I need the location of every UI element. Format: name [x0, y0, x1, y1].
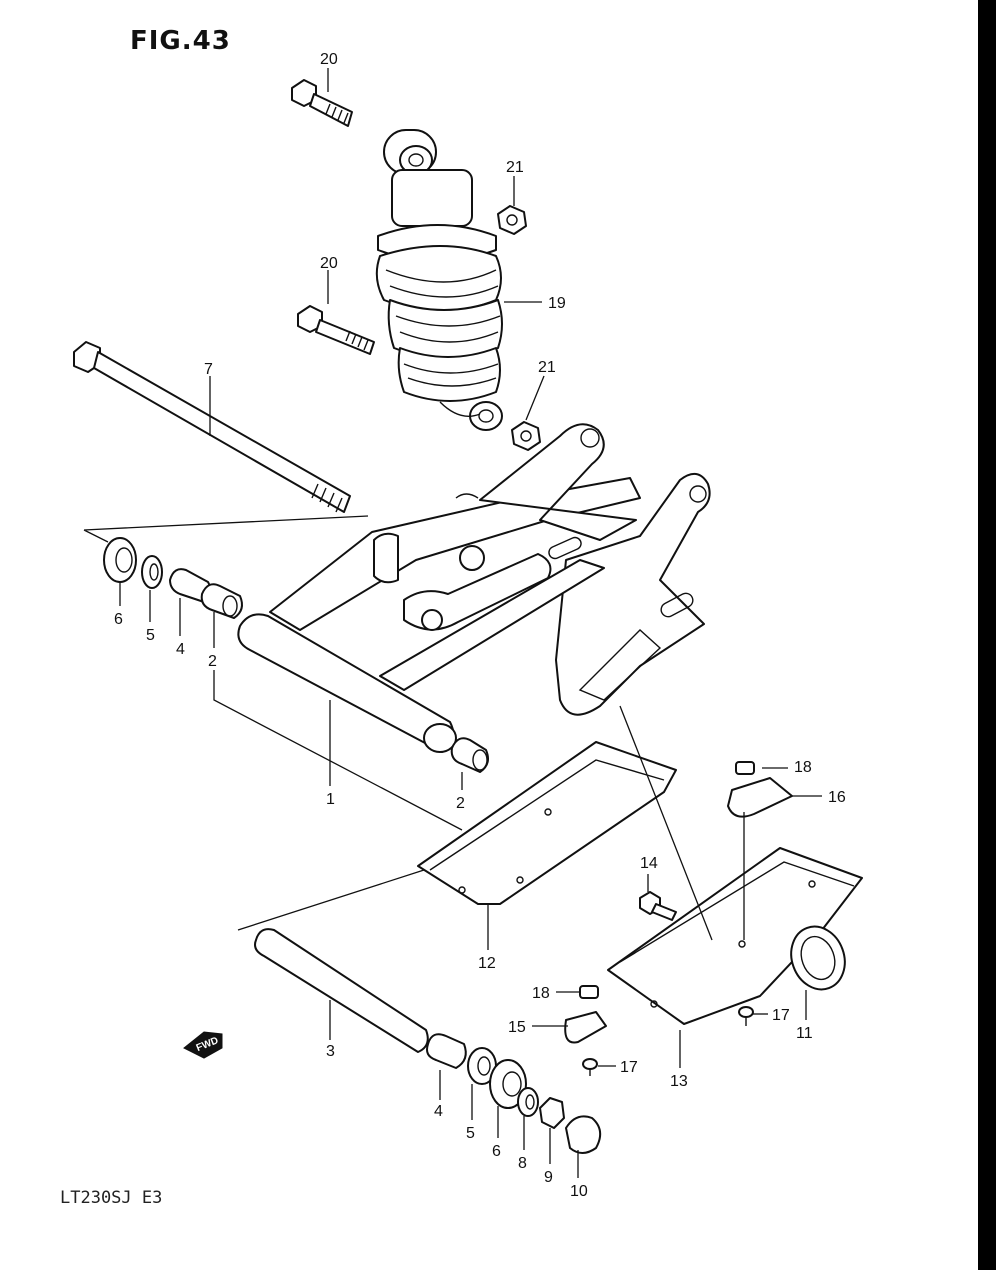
callout: 6 [492, 1143, 501, 1160]
callout: 8 [518, 1155, 527, 1172]
callout: 18 [532, 985, 550, 1002]
screw-17a [738, 1006, 754, 1026]
callout: 3 [326, 1043, 335, 1060]
clip-16 [727, 761, 793, 818]
fwd-arrow: FWD [183, 1031, 223, 1059]
callout: 17 [772, 1007, 790, 1024]
right-pivot-parts [426, 1033, 602, 1154]
swingarm [237, 423, 711, 753]
rear-cover [607, 847, 863, 1025]
callout: 5 [466, 1125, 475, 1142]
nut-upper [497, 205, 527, 235]
callout: 15 [508, 1019, 526, 1036]
callout: 11 [796, 1025, 813, 1042]
callout: 6 [114, 611, 123, 628]
lower-shaft [254, 928, 429, 1053]
callout: 9 [544, 1169, 553, 1186]
callout: 1 [326, 791, 335, 808]
callout: 18 [794, 759, 812, 776]
nut-lower [511, 421, 541, 451]
screw-14 [639, 891, 677, 921]
callout: 20 [320, 51, 338, 68]
callout: 7 [204, 361, 213, 378]
callout: 21 [506, 159, 524, 176]
callout: 12 [478, 955, 496, 972]
callout: 13 [670, 1073, 688, 1090]
callout: 17 [620, 1059, 638, 1076]
right-bearing [450, 737, 489, 773]
callout: 4 [176, 641, 185, 658]
clip-15 [564, 985, 607, 1044]
callout: 4 [434, 1103, 443, 1120]
screw-17b [582, 1058, 598, 1076]
model-code: LT230SJ E3 [60, 1188, 163, 1208]
callout: 10 [570, 1183, 588, 1200]
pivot-shaft [73, 341, 351, 513]
page-border [978, 0, 996, 1270]
callout: 5 [146, 627, 155, 644]
shock-absorber [375, 129, 503, 431]
callout: 14 [640, 855, 658, 872]
figure-title: FIG.43 [130, 26, 231, 56]
bolt-upper [291, 79, 353, 127]
left-pivot-parts [103, 537, 243, 619]
callout: 16 [828, 789, 846, 806]
callout: 19 [548, 295, 566, 312]
leader-lines [83, 68, 822, 1178]
callout: 2 [208, 653, 217, 670]
callout: 21 [538, 359, 556, 376]
chain-guard [417, 741, 677, 905]
callout: 20 [320, 255, 338, 272]
callout-labels: 20 21 20 19 21 7 6 5 4 2 1 2 18 16 14 12… [114, 51, 846, 1200]
callout: 2 [456, 795, 465, 812]
bolt-lower [297, 305, 375, 355]
